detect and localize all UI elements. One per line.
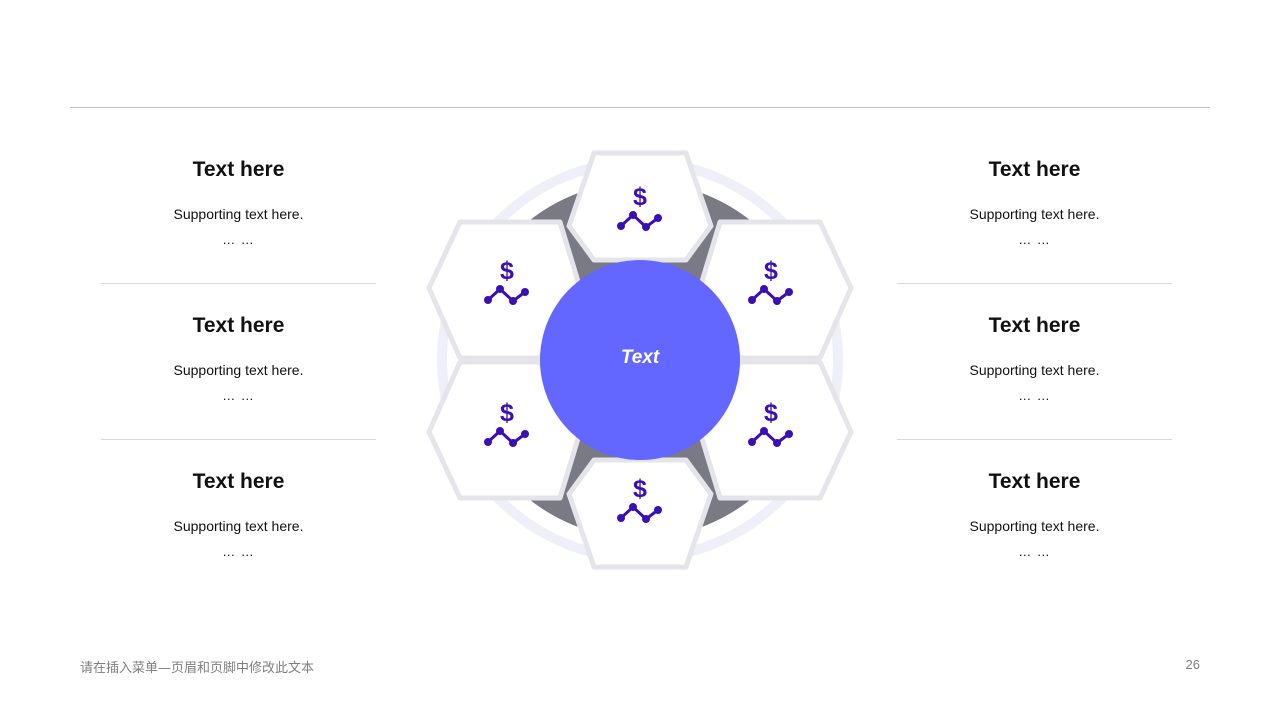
item-ellipsis: … …: [1018, 232, 1051, 247]
item-body: Supporting text here.: [173, 518, 304, 534]
item-body: Supporting text here.: [969, 362, 1100, 378]
item-ellipsis: … …: [222, 232, 255, 247]
center-circle: [540, 260, 740, 460]
item-title: Text here: [988, 470, 1081, 493]
item-title: Text here: [988, 314, 1081, 337]
page-number: 26: [1185, 657, 1200, 672]
right-column: Text here Supporting text here. … … Text…: [897, 128, 1172, 596]
item-divider: [897, 283, 1172, 284]
top-divider: [70, 107, 1210, 108]
item-ellipsis: … …: [1018, 388, 1051, 403]
item-divider: [101, 439, 376, 440]
left-item-1: Text here Supporting text here. … …: [101, 128, 376, 284]
center-label: Text: [620, 347, 660, 368]
item-ellipsis: … …: [222, 544, 255, 559]
item-title: Text here: [988, 158, 1081, 181]
item-title: Text here: [192, 470, 285, 493]
item-ellipsis: … …: [222, 388, 255, 403]
left-item-2: Text here Supporting text here. … …: [101, 284, 376, 440]
item-body: Supporting text here.: [969, 518, 1100, 534]
footer-text: 请在插入菜单—页眉和页脚中修改此文本: [80, 661, 315, 676]
item-body: Supporting text here.: [173, 362, 304, 378]
item-title: Text here: [192, 158, 285, 181]
item-divider: [101, 283, 376, 284]
item-body: Supporting text here.: [173, 206, 304, 222]
item-ellipsis: … …: [1018, 544, 1051, 559]
right-item-2: Text here Supporting text here. … …: [897, 284, 1172, 440]
right-item-3: Text here Supporting text here. … …: [897, 440, 1172, 596]
right-item-1: Text here Supporting text here. … …: [897, 128, 1172, 284]
item-divider: [897, 439, 1172, 440]
left-column: Text here Supporting text here. … … Text…: [101, 128, 376, 596]
item-title: Text here: [192, 314, 285, 337]
item-body: Supporting text here.: [969, 206, 1100, 222]
left-item-3: Text here Supporting text here. … …: [101, 440, 376, 596]
